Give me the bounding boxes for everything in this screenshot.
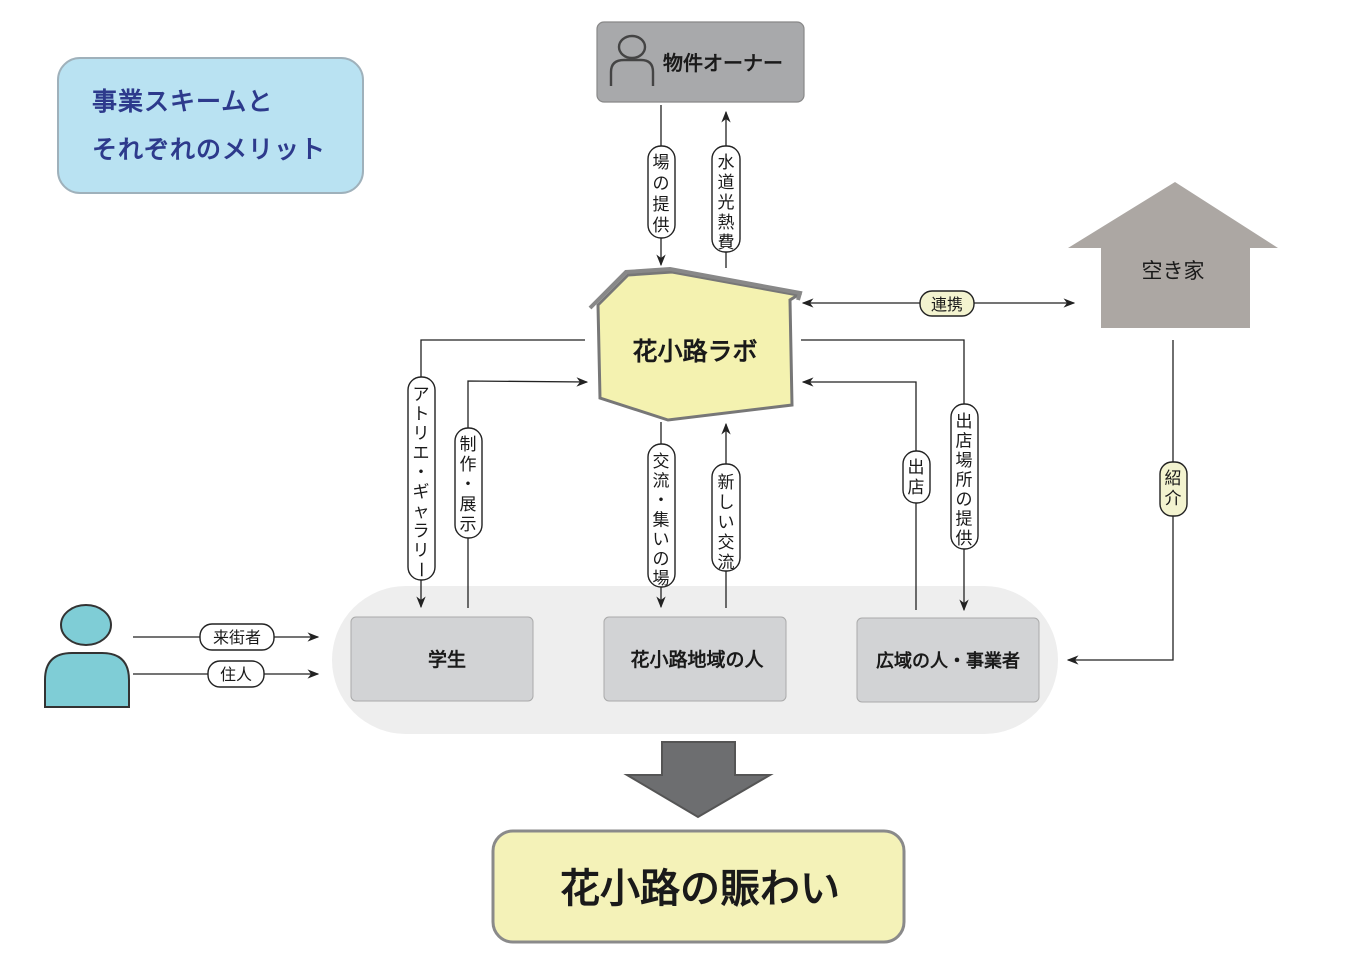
atelier-gallery-label-char: ャ [413, 502, 430, 522]
person-outline-icon [609, 34, 655, 86]
result-box: 花小路の賑わい [491, 829, 906, 944]
exchange-place-label-char: 場 [653, 569, 670, 589]
wide-people-box: 広域の人・事業者 [856, 617, 1040, 703]
lab-node: 花小路ラボ [588, 266, 803, 422]
cooperation-pill: 連携 [919, 290, 975, 317]
atelier-gallery-label-char: リ [413, 541, 430, 561]
production-exhibit-label-char: 展 [460, 495, 477, 515]
person-filled-icon [44, 604, 130, 708]
exchange-place-label-char: 交 [653, 452, 670, 472]
utilities-label-char: 光 [718, 193, 735, 213]
residents-pill: 住人 [207, 660, 265, 688]
shop-location-label-char: 店 [956, 432, 973, 452]
new-exchange-label-char: い [718, 513, 735, 533]
lab-label: 花小路ラボ [632, 337, 757, 366]
visitors-pill: 来街者 [199, 623, 275, 651]
visitors-label: 来街者 [213, 628, 261, 647]
introduction-label-char: 紹 [1165, 469, 1182, 489]
exchange-place-label-char: ・ [653, 491, 670, 511]
vacant-house-label: 空き家 [1142, 259, 1205, 283]
atelier-gallery-label-char: リ [413, 424, 430, 444]
local-people-box: 花小路地域の人 [603, 616, 787, 702]
title-line-2: それぞれのメリット [92, 135, 326, 164]
new-exchange-label-char: 新 [718, 473, 735, 493]
production-exhibit-label-char: ・ [460, 475, 477, 495]
production-exhibit-pill: 制作・展示 [454, 427, 483, 539]
introduction-arrow [1066, 340, 1174, 665]
open-shop-arrow [801, 377, 917, 610]
production-exhibit-label-char: 示 [460, 515, 477, 535]
exchange-place-label-char: い [653, 530, 670, 550]
atelier-gallery-label-char: ー [410, 561, 430, 578]
cooperation-label: 連携 [931, 295, 963, 314]
local-people-label: 花小路地域の人 [630, 648, 764, 671]
title-line-1: 事業スキームと [92, 87, 273, 116]
owner-label: 物件オーナー [663, 51, 783, 75]
open-shop-label-char: 出 [908, 458, 925, 478]
shop-location-arrow [801, 339, 969, 612]
owner-node: 物件オーナー [596, 21, 805, 103]
utilities-label-char: 道 [718, 173, 735, 193]
shop-location-label-char: の [956, 490, 973, 510]
house-icon [1068, 182, 1278, 328]
shop-location-label-char: 出 [956, 412, 973, 432]
exchange-place-label-char: 集 [653, 511, 670, 531]
shop-location-label-char: 所 [956, 471, 973, 491]
down-arrow-icon [623, 741, 774, 819]
utilities-label-char: 費 [718, 233, 735, 253]
production-exhibit-label-char: 作 [460, 455, 477, 475]
production-exhibit-arrow [467, 377, 589, 608]
introduction-pill: 紹介 [1159, 461, 1188, 517]
new-exchange-label-char: し [718, 493, 735, 513]
provide-place-label-char: 供 [653, 216, 670, 236]
atelier-gallery-label-char: ギ [413, 483, 430, 503]
student-box: 学生 [350, 616, 534, 702]
introduction-label-char: 介 [1165, 489, 1182, 509]
provide-place-label-char: 場 [653, 153, 670, 173]
atelier-gallery-label-char: ト [413, 405, 430, 425]
provide-place-label-char: の [653, 174, 670, 194]
residents-label: 住人 [220, 665, 252, 684]
exchange-place-label-char: 流 [653, 472, 670, 492]
utilities-label-char: 熱 [718, 213, 735, 233]
exchange-place-label-char: の [653, 550, 670, 570]
shop-location-label-char: 供 [956, 529, 973, 549]
open-shop-label-char: 店 [908, 478, 925, 498]
title-box: 事業スキームと それぞれのメリット [57, 57, 364, 194]
atelier-gallery-arrow [416, 339, 585, 609]
atelier-gallery-label-char: ・ [413, 463, 430, 483]
shop-location-label-char: 提 [956, 510, 973, 530]
new-exchange-label-char: 流 [718, 553, 735, 573]
atelier-gallery-label-char: ア [413, 385, 430, 405]
shop-location-label-char: 場 [956, 451, 973, 471]
atelier-gallery-label-char: エ [413, 444, 430, 464]
vacant-house-node: 空き家 [1068, 182, 1278, 328]
utilities-label-char: 水 [718, 153, 735, 173]
student-label: 学生 [428, 648, 466, 671]
wide-people-label: 広域の人・事業者 [876, 650, 1020, 672]
production-exhibit-label-char: 制 [460, 435, 477, 455]
atelier-gallery-label-char: ラ [413, 522, 430, 542]
result-label: 花小路の賑わい [560, 866, 840, 912]
provide-place-label-char: 提 [653, 195, 670, 215]
new-exchange-label-char: 交 [718, 533, 735, 553]
open-shop-pill: 出店 [902, 450, 931, 504]
